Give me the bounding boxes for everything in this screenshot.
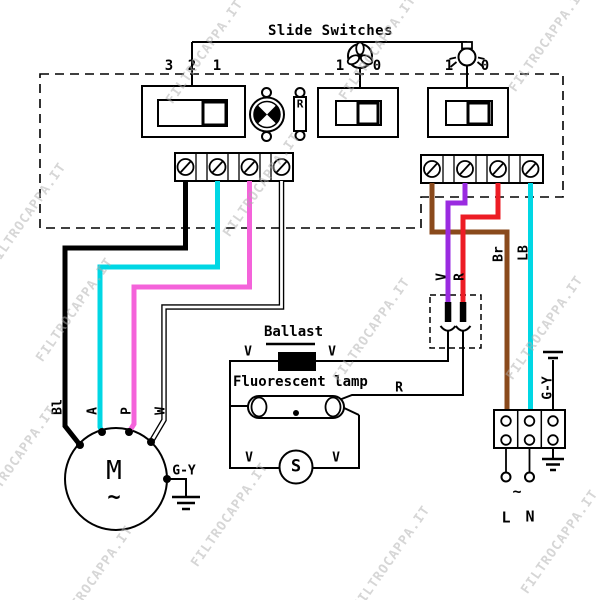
light-position-0: 0 [480, 58, 490, 74]
screw-icon [176, 158, 291, 176]
motor-ground-icon [167, 478, 200, 511]
connector-dashed-box [429, 294, 482, 349]
ballast-label: Ballast [264, 324, 324, 340]
motor-ac-symbol: ~ [107, 485, 121, 510]
lamp-holder-block [493, 409, 566, 449]
wire-label-azure: A [85, 407, 101, 415]
speed-position-1: 1 [212, 58, 222, 74]
fan-position-1: 1 [335, 58, 345, 74]
motor-label: M [106, 456, 122, 486]
light-bulb-icon [449, 41, 485, 68]
motor-terminal-dots [76, 428, 171, 483]
wire-label-black: Bl [50, 399, 66, 415]
mains-ac-symbol: ~ [512, 482, 522, 501]
fan-slide-switch [317, 87, 399, 138]
light-slide-switch [427, 87, 509, 138]
motor-ground-label: G-Y [172, 463, 196, 479]
fan-position-0: 0 [372, 58, 382, 74]
speed-position-3: 3 [164, 58, 174, 74]
wire-pink [126, 181, 252, 434]
wire-label-pink: P [119, 407, 135, 415]
wire-violet [445, 183, 468, 302]
diagram-title: Slide Switches [268, 23, 394, 39]
mains-leads [500, 448, 535, 483]
speed-slide-switch [141, 85, 246, 138]
lamp-ground-bottom-icon [542, 448, 564, 472]
starter-icon [278, 449, 314, 485]
starter-v-left: V [245, 450, 253, 466]
terminal-block-right [420, 154, 544, 184]
top-bracket [191, 41, 468, 88]
fan-icon [346, 41, 374, 69]
resistor-label: R [296, 97, 304, 111]
indicator-lamp-icon [249, 87, 285, 142]
wire-label-violet: V [434, 273, 450, 281]
lamp-connector-icon [439, 302, 472, 332]
ballast-v-left: V [244, 344, 252, 360]
wire-label-light-blue: LB [516, 245, 532, 261]
dashed-enclosure [39, 73, 564, 229]
wire-white-core [149, 181, 283, 443]
starter-label: S [290, 456, 302, 477]
ballast-v-right: V [328, 344, 336, 360]
fluorescent-tube-icon [230, 395, 345, 419]
terminal-block-left [174, 152, 294, 182]
fluorescent-lamp-label: Fluorescent lamp [233, 374, 368, 390]
ballast-icon [278, 352, 316, 371]
resistor-icon [293, 87, 307, 141]
mains-live-label: L [501, 508, 511, 527]
lamp-wire-r-label: R [395, 380, 403, 396]
wire-label-brown: Br [491, 246, 507, 262]
starter-v-right: V [332, 450, 340, 466]
wire-black [62, 181, 188, 447]
wire-brown [429, 183, 510, 411]
lamp-ground-top-icon [543, 350, 563, 412]
light-position-1: 1 [444, 58, 454, 74]
mains-neutral-label: N [525, 507, 535, 526]
lamp-ground-label: G-Y [540, 376, 556, 400]
screw-icon [423, 160, 540, 178]
wire-label-red: R [452, 273, 468, 281]
speed-position-2: 2 [187, 58, 197, 74]
wire-label-white: W [153, 407, 169, 415]
wire-red [460, 183, 501, 302]
